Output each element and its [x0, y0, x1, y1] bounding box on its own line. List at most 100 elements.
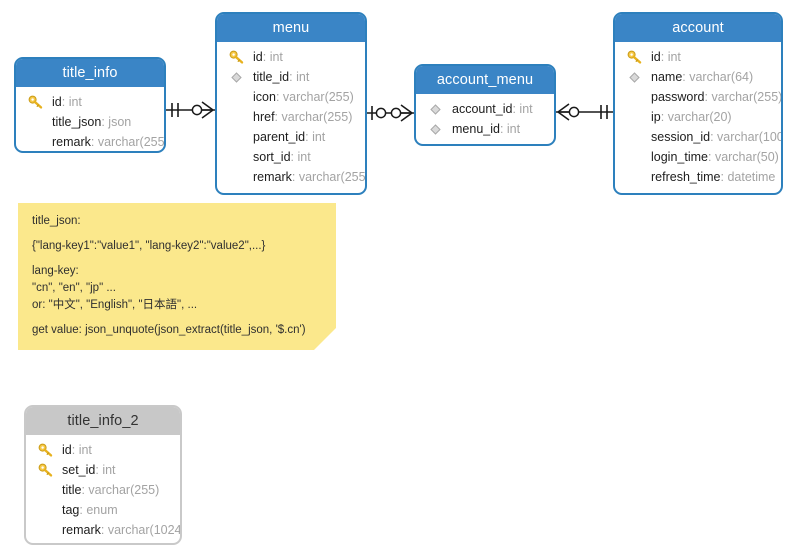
field-separator: :	[101, 115, 109, 129]
field-name: remark	[52, 135, 91, 149]
field-type: int	[68, 95, 82, 109]
field-separator: :	[274, 110, 282, 124]
field-row[interactable]: title_json: json	[16, 112, 164, 132]
field-type: varchar(255)	[298, 170, 367, 184]
field-name: ip	[651, 110, 661, 124]
field-row[interactable]: id: int	[26, 440, 180, 460]
field-type: int	[269, 50, 283, 64]
field-separator: :	[710, 130, 718, 144]
field-row[interactable]: session_id: varchar(100)	[615, 127, 781, 147]
field-name: set_id	[62, 463, 96, 477]
field-row[interactable]: set_id: int	[26, 460, 180, 480]
field-name: session_id	[651, 130, 711, 144]
field-type: int	[78, 443, 92, 457]
field-row[interactable]: id: int	[16, 92, 164, 112]
field-row[interactable]: remark: varchar(255)	[217, 167, 365, 187]
field-separator: :	[262, 50, 270, 64]
field-separator: :	[660, 110, 668, 124]
field-separator: :	[81, 483, 89, 497]
field-type: int	[102, 463, 116, 477]
field-separator: :	[79, 503, 87, 517]
note-line: lang-key:	[32, 265, 79, 278]
field-type: int	[312, 130, 326, 144]
field-row[interactable]: href: varchar(255)	[217, 107, 365, 127]
field-separator: :	[305, 130, 313, 144]
field-name: id	[52, 95, 62, 109]
field-name: name	[651, 70, 683, 84]
field-type: varchar(100)	[717, 130, 783, 144]
field-name: menu_id	[452, 122, 500, 136]
relationship-rel-accountmenu-account[interactable]	[542, 98, 627, 126]
entity-title-account: account	[615, 14, 781, 42]
field-name: href	[253, 110, 275, 124]
field-separator: :	[95, 463, 103, 477]
field-row[interactable]: title: varchar(255)	[26, 480, 180, 500]
field-separator: :	[290, 150, 298, 164]
field-row[interactable]: remark: varchar(255)	[16, 132, 166, 151]
key-icon	[38, 443, 53, 458]
field-name: id	[62, 443, 72, 457]
field-name: icon	[253, 90, 276, 104]
field-separator: :	[707, 150, 715, 164]
field-type: varchar(255)	[711, 90, 783, 104]
field-row[interactable]: login_time: varchar(50)	[615, 147, 781, 167]
field-name: title_json	[52, 115, 102, 129]
sticky-note-title-json-note[interactable]: title_json:{"lang-key1":"value1", "lang-…	[18, 203, 336, 350]
field-row[interactable]: remark: varchar(1024)	[26, 520, 180, 540]
key-icon	[38, 463, 53, 478]
field-type: varchar(255)	[281, 110, 353, 124]
field-row[interactable]: ip: varchar(20)	[615, 107, 781, 127]
field-row[interactable]: refresh_time: datetime	[615, 167, 781, 187]
field-separator: :	[90, 135, 98, 149]
field-type: int	[667, 50, 681, 64]
field-separator: :	[720, 170, 728, 184]
field-row[interactable]: account_id: int	[416, 99, 554, 119]
diamond-icon	[428, 102, 443, 117]
field-name: tag	[62, 503, 80, 517]
field-row[interactable]: name: varchar(64)	[615, 67, 781, 87]
field-separator: :	[660, 50, 668, 64]
note-line: title_json:	[32, 215, 81, 227]
field-row[interactable]: parent_id: int	[217, 127, 365, 147]
field-name: account_id	[452, 102, 513, 116]
field-name: title_id	[253, 70, 290, 84]
field-separator: :	[61, 95, 69, 109]
field-separator: :	[71, 443, 79, 457]
field-type: int	[506, 122, 521, 136]
field-name: refresh_time	[651, 170, 721, 184]
field-row[interactable]: title_id: int	[217, 67, 365, 87]
field-name: login_time	[651, 150, 708, 164]
field-type: json	[108, 115, 132, 129]
field-row[interactable]: tag: enum	[26, 500, 180, 520]
field-row[interactable]: id: int	[217, 47, 365, 67]
field-type: varchar(50)	[714, 150, 779, 164]
field-type: varchar(20)	[667, 110, 732, 124]
field-name: id	[651, 50, 661, 64]
field-row[interactable]: icon: varchar(255)	[217, 87, 365, 107]
key-icon	[229, 50, 244, 65]
field-type: int	[296, 70, 310, 84]
field-type: int	[519, 102, 533, 116]
key-icon	[627, 50, 642, 65]
field-row[interactable]: sort_id: int	[217, 147, 365, 167]
field-type: varchar(255)	[97, 135, 166, 149]
field-row[interactable]: password: varchar(255)	[615, 87, 781, 107]
field-type: datetime	[727, 170, 776, 184]
field-type: enum	[86, 503, 118, 517]
relationship-rel-title-menu[interactable]	[152, 96, 229, 124]
key-icon	[28, 95, 43, 110]
note-line: or: "中文", "English", "日本語", ...	[32, 299, 198, 312]
field-separator: :	[289, 70, 297, 84]
field-row[interactable]: id: int	[615, 47, 781, 67]
field-row[interactable]: menu_id: int	[416, 119, 554, 139]
relationship-rel-menu-accountmenu[interactable]	[353, 99, 428, 127]
field-name: remark	[253, 170, 292, 184]
